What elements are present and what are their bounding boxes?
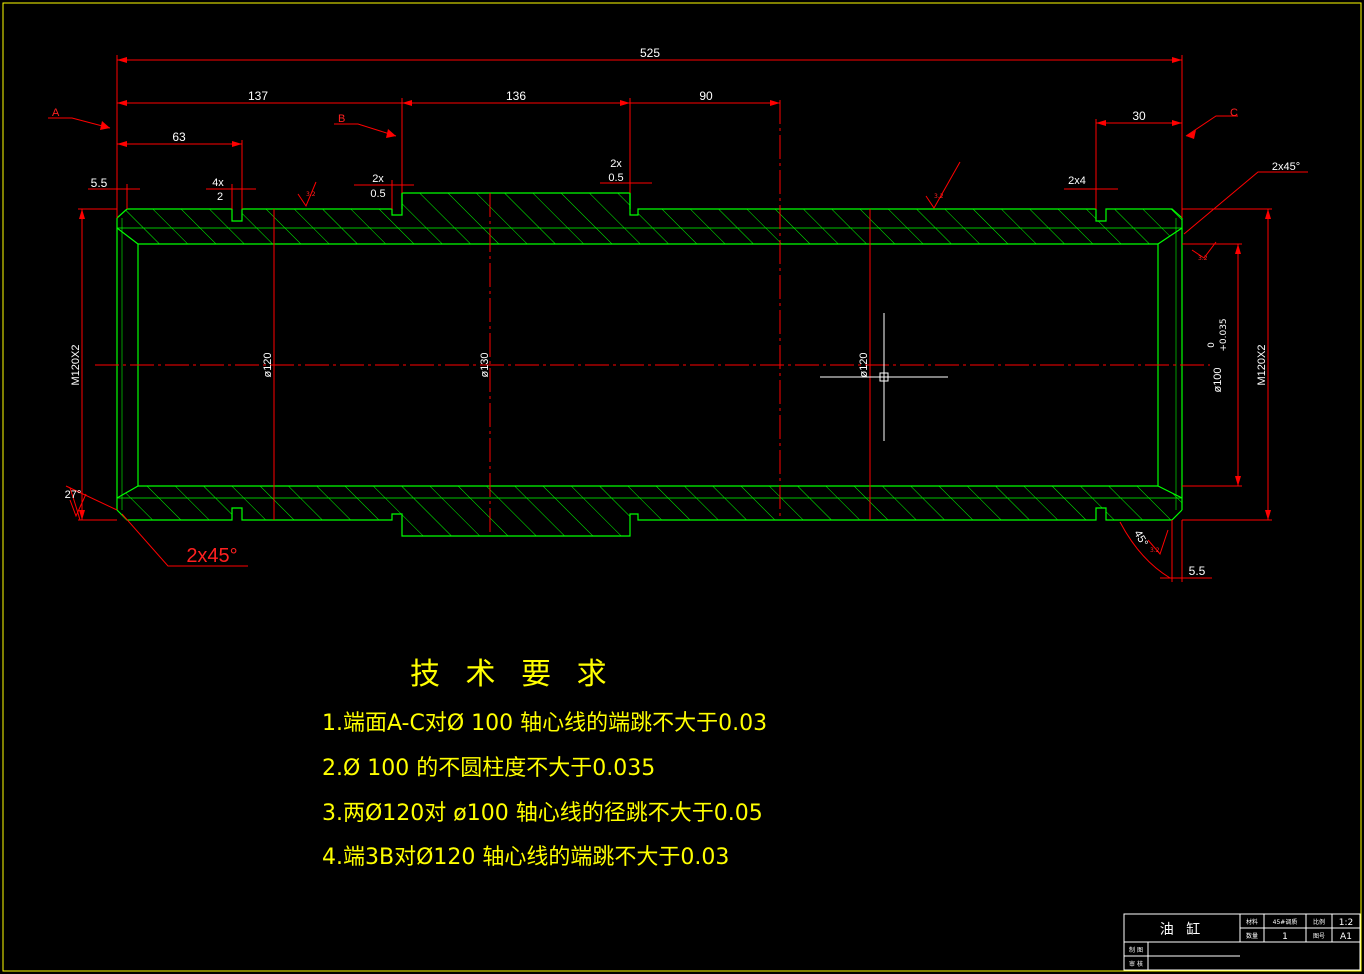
checked-label: 审 核 — [1129, 960, 1143, 968]
roughness-4: 3.2 — [1150, 547, 1160, 554]
dim-overall: 525 — [640, 46, 660, 60]
crosshair-cursor-icon — [820, 313, 948, 441]
dim-groove-b-bottom: 0.5 — [370, 188, 385, 200]
datum-a: A — [52, 107, 60, 119]
arrowheads — [79, 57, 1271, 520]
dim-dia-left: ø120 — [262, 352, 274, 377]
roughness-1: 3.2 — [306, 191, 316, 198]
dim-right-end: 5.5 — [1189, 564, 1206, 578]
part-section — [116, 192, 1183, 537]
drawing-no-value: A1 — [1340, 932, 1352, 942]
quantity-value: 1 — [1282, 932, 1288, 942]
requirements-title: 技 术 要 求 — [410, 657, 615, 692]
requirement-item-4: 4.端3B对Ø120 轴心线的端跳不大于0.03 — [322, 845, 729, 870]
material-label: 材料 — [1246, 918, 1258, 926]
dim-dia-right: ø120 — [858, 352, 870, 377]
drawn-label: 制 图 — [1129, 946, 1143, 954]
datum-c: C — [1230, 107, 1238, 119]
scale-value: 1:2 — [1339, 918, 1353, 928]
drawing-no-label: 图号 — [1313, 933, 1325, 940]
dim-groove-d: 2x4 — [1068, 175, 1086, 187]
dim-thread-right: M120X2 — [1256, 345, 1268, 386]
top-wall-hatch — [117, 193, 1182, 244]
bottom-wall-hatch — [117, 486, 1182, 536]
dim-bore-tol-upper: 0 — [1207, 342, 1217, 348]
material-value: 45#调质 — [1273, 918, 1298, 926]
dim-right-groove: 30 — [1132, 109, 1146, 123]
outline-bottom — [116, 507, 1183, 537]
requirement-item-2: 2.Ø 100 的不圆柱度不大于0.035 — [322, 756, 655, 781]
dim-bore-dia: ø100 — [1212, 367, 1224, 392]
requirement-item-1: 1.端面A-C对Ø 100 轴心线的端跳不大于0.03 — [322, 711, 767, 736]
dim-left-section: 137 — [248, 89, 268, 103]
dim-left-end: 5.5 — [91, 176, 108, 190]
dim-groove-a-top: 4x — [212, 177, 224, 189]
dim-right-section: 90 — [699, 89, 713, 103]
center-lines — [95, 100, 1210, 536]
dim-left-groove: 63 — [172, 130, 186, 144]
scale-label: 比例 — [1313, 918, 1325, 926]
dim-thread-left: M120X2 — [70, 345, 82, 386]
dim-chamfer-angle-left: 27° — [65, 489, 82, 501]
outline-top — [116, 192, 1183, 222]
datum-b: B — [338, 113, 345, 125]
dim-groove-c-top: 2x — [610, 158, 622, 170]
dimension-lines — [48, 55, 1308, 582]
dim-groove-b-top: 2x — [372, 173, 384, 185]
dim-groove-c-bottom: 0.5 — [608, 172, 623, 184]
dim-dia-middle: ø130 — [479, 352, 491, 377]
requirement-item-3: 3.两Ø120对 ø100 轴心线的径跳不大于0.05 — [322, 801, 763, 826]
title-block — [1123, 913, 1361, 971]
dim-bore-tol-lower: +0.035 — [1219, 318, 1229, 351]
dim-chamfer-left: 2x45° — [186, 545, 237, 567]
dim-groove-a-bottom: 2 — [217, 191, 223, 203]
quantity-label: 数量 — [1246, 932, 1258, 940]
dim-middle-section: 136 — [506, 89, 526, 103]
part-name: 油 缸 — [1160, 921, 1204, 938]
dim-chamfer-angle-right: 45° — [1131, 528, 1150, 548]
roughness-2: 3.2 — [934, 193, 944, 200]
roughness-3: 3.2 — [1198, 255, 1208, 262]
dim-chamfer-right: 2x45° — [1272, 161, 1300, 173]
